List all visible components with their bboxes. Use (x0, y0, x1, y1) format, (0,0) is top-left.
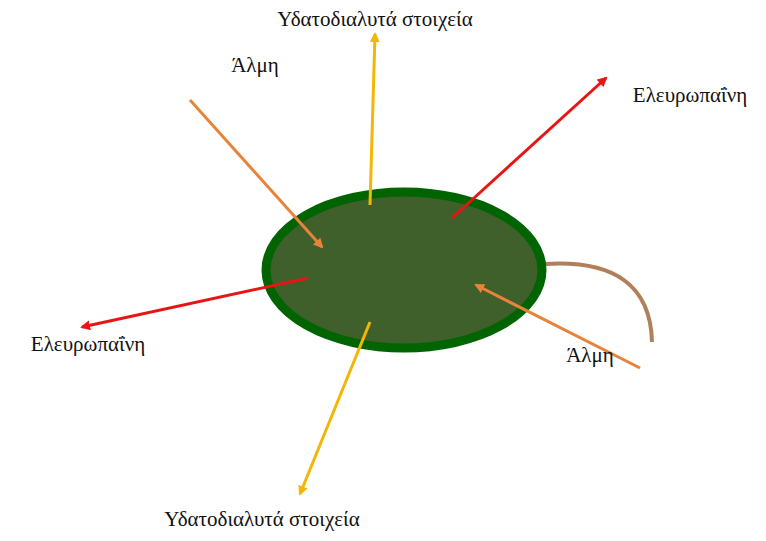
substance-label: Υδατοδιαλυτά στοιχεία (164, 507, 359, 532)
substance-label: Άλμη (566, 343, 614, 368)
substance-label: Ελευρωπαΐνη (633, 83, 747, 108)
substance-label: Υδατοδιαλυτά στοιχεία (277, 7, 472, 32)
export-arrow (370, 34, 375, 205)
brown-arc (546, 264, 652, 342)
export-arrow (452, 78, 606, 218)
export-arrow (300, 322, 370, 494)
export-arrow (82, 278, 308, 327)
substance-label: Ελευρωπαΐνη (31, 332, 145, 357)
import-arrow (476, 285, 640, 368)
substance-label: Άλμη (231, 53, 279, 78)
import-arrow (190, 100, 322, 247)
cell-body (266, 192, 542, 348)
